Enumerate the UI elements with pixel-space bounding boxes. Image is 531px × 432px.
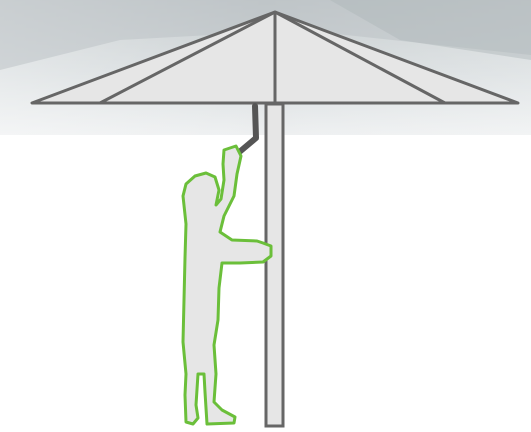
person-silhouette: [183, 146, 271, 424]
umbrella-pole: [266, 104, 283, 426]
person-body: [183, 146, 271, 424]
pole-shaft: [266, 104, 283, 426]
